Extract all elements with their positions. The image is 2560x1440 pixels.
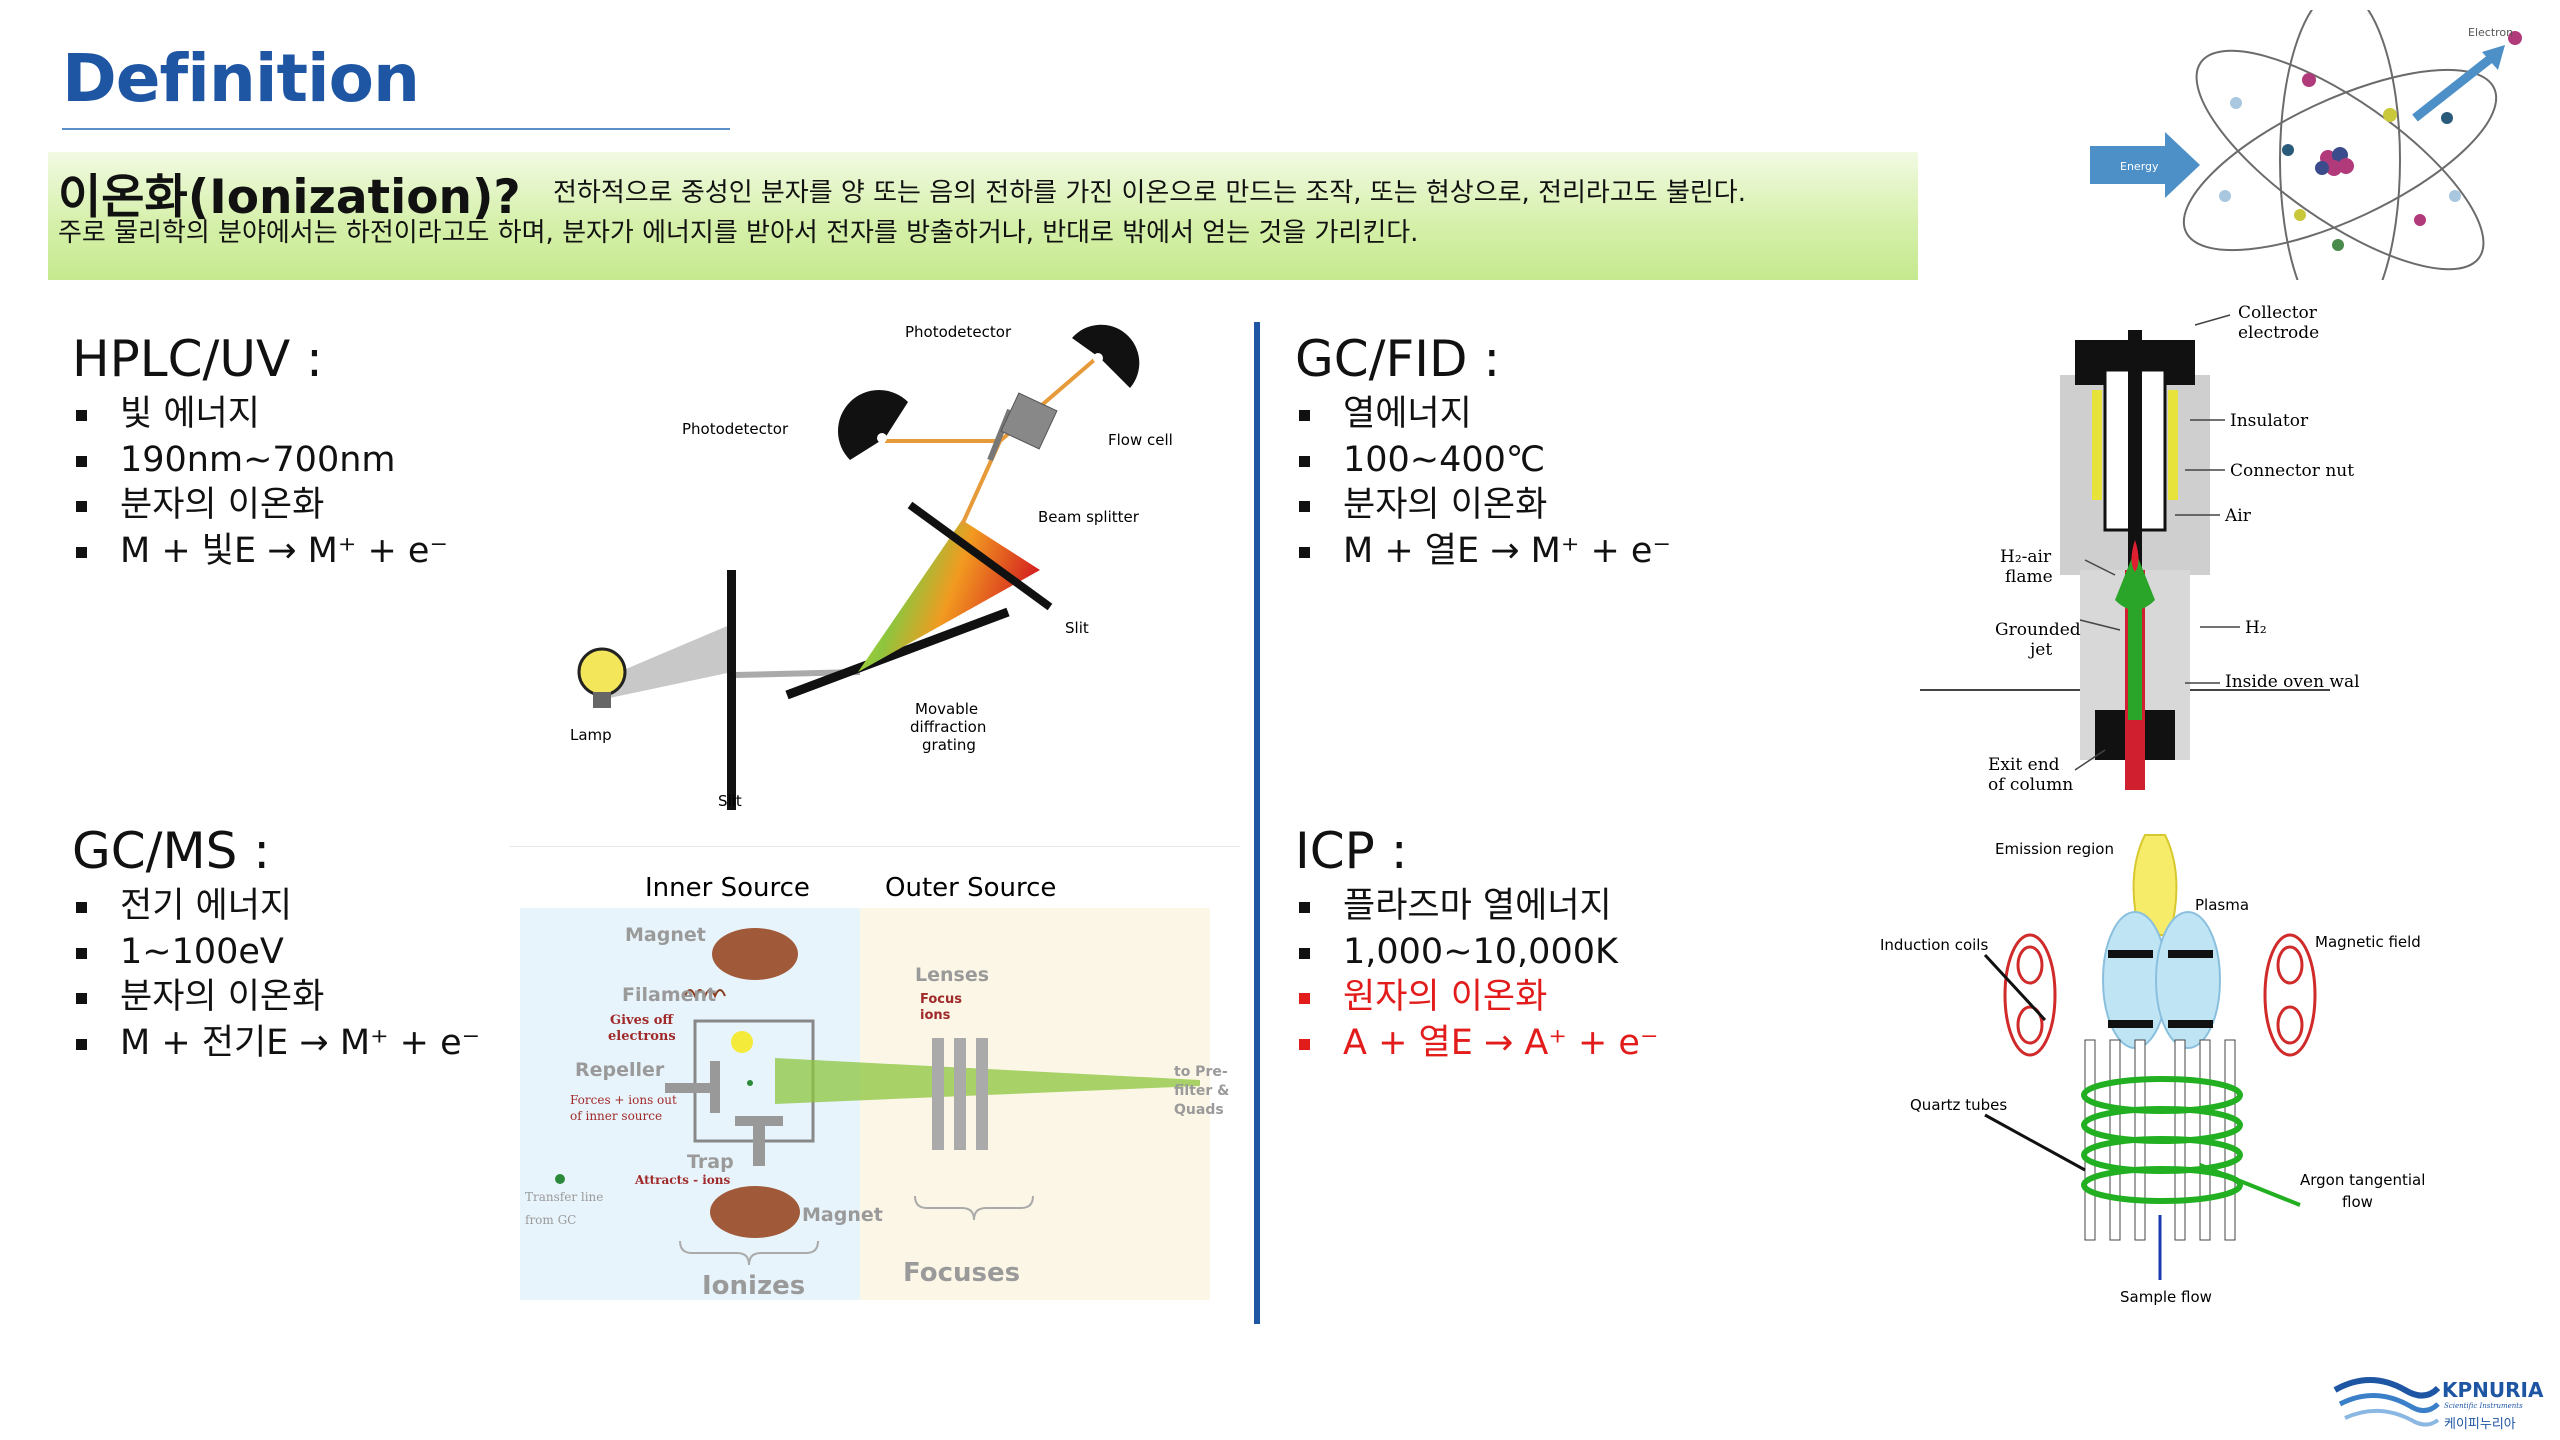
label-flow: flow bbox=[2342, 1193, 2373, 1211]
label-flow-cell: Flow cell bbox=[1108, 431, 1173, 449]
label-slit-bottom: Slit bbox=[718, 792, 742, 810]
label-sample-flow: Sample flow bbox=[2120, 1288, 2212, 1306]
label-outer-source: Outer Source bbox=[885, 873, 1056, 903]
label-grounded: Grounded bbox=[1995, 620, 2081, 640]
list-item: 분자의 이온화 bbox=[1295, 483, 1671, 529]
definition-term: 이온화(Ionization)? bbox=[58, 170, 521, 225]
lamp-icon bbox=[577, 647, 627, 708]
label-h2-air: H₂-air bbox=[2000, 547, 2052, 567]
hplc-uv-diagram: Photodetector Photodetector Flow cell Be… bbox=[570, 323, 1173, 810]
label-plasma: Plasma bbox=[2195, 896, 2249, 914]
label-filament: Filament bbox=[622, 984, 716, 1006]
label-focuses: Focuses bbox=[903, 1258, 1020, 1288]
label-magnetic-field: Magnetic field bbox=[2315, 933, 2421, 951]
photodetector-top-icon bbox=[1072, 324, 1140, 388]
label-focus: Focus bbox=[920, 992, 962, 1007]
gc-fid-diagram: Collector electrode Insulator Connector … bbox=[1920, 303, 2360, 795]
label-induction-coils: Induction coils bbox=[1880, 936, 1988, 954]
label-photodetector-top: Photodetector bbox=[905, 323, 1012, 341]
label-jet: jet bbox=[2028, 640, 2052, 660]
label-of-column: of column bbox=[1988, 775, 2073, 795]
label-inner-source: Inner Source bbox=[645, 873, 810, 903]
label-flame: flame bbox=[2005, 567, 2053, 587]
list-item: 전기 에너지 bbox=[72, 884, 480, 930]
label-ionizes: Ionizes bbox=[702, 1271, 805, 1301]
label-quartz-tubes: Quartz tubes bbox=[1910, 1096, 2007, 1114]
label-exit-end: Exit end bbox=[1988, 755, 2060, 775]
label-argon-tangential: Argon tangential bbox=[2300, 1171, 2425, 1189]
photodetector-left-icon bbox=[837, 389, 908, 460]
definition-line-1: 전하적으로 중성인 분자를 양 또는 음의 전하를 가진 이온으로 만드는 조작… bbox=[553, 178, 1746, 208]
section-title-hplc: HPLC/UV : bbox=[72, 330, 323, 388]
label-air: Air bbox=[2224, 506, 2252, 526]
list-item: 빛 에너지 bbox=[72, 392, 448, 438]
gcms-bullet-list: 전기 에너지 1~100eV 분자의 이온화 M + 전기E → M⁺ + e⁻ bbox=[72, 884, 480, 1066]
label-of-inner-source: of inner source bbox=[570, 1109, 662, 1123]
list-item: 1~100eV bbox=[72, 930, 480, 976]
label-filter: filter & bbox=[1174, 1083, 1229, 1099]
label-gives-off: Gives off bbox=[610, 1013, 674, 1028]
icp-diagram: Emission region Plasma Induction coils M… bbox=[1880, 834, 2425, 1306]
section-title-gcfid: GC/FID : bbox=[1295, 330, 1501, 388]
list-item: 100~400℃ bbox=[1295, 438, 1671, 484]
energy-label: Energy bbox=[2120, 160, 2159, 173]
atom-illustration: Energy Electron bbox=[2090, 10, 2522, 280]
label-transfer-line: Transfer line bbox=[525, 1190, 603, 1204]
list-item: M + 전기E → M⁺ + e⁻ bbox=[72, 1021, 480, 1067]
column-divider bbox=[1254, 322, 1260, 1324]
wave-logo-icon bbox=[2333, 1377, 2440, 1427]
label-repeller: Repeller bbox=[575, 1059, 665, 1081]
list-item: 열에너지 bbox=[1295, 392, 1671, 438]
label-ions: ions bbox=[920, 1008, 951, 1023]
label-to-pre: to Pre- bbox=[1174, 1064, 1228, 1080]
logo-tagline: Scientific Instruments bbox=[2444, 1402, 2523, 1410]
section-title-icp: ICP : bbox=[1295, 822, 1408, 880]
list-item: 분자의 이온화 bbox=[72, 975, 480, 1021]
label-attracts: Attracts - ions bbox=[634, 1173, 731, 1187]
label-connector-nut: Connector nut bbox=[2230, 461, 2354, 481]
gcfid-bullet-list: 열에너지 100~400℃ 분자의 이온화 M + 열E → M⁺ + e⁻ bbox=[1295, 392, 1671, 574]
gc-ms-diagram: Inner Source Outer Source Magnet Filamen… bbox=[510, 846, 1240, 1301]
list-item: 1,000~10,000K bbox=[1295, 930, 1658, 976]
label-magnet-top: Magnet bbox=[625, 924, 706, 946]
definition-line-2: 주로 물리학의 분야에서는 하전이라고도 하며, 분자가 에너지를 받아서 전자… bbox=[58, 218, 1419, 248]
list-item: 190nm~700nm bbox=[72, 438, 448, 484]
label-lamp: Lamp bbox=[570, 726, 612, 744]
label-grating: grating bbox=[922, 736, 976, 754]
title-underline bbox=[62, 128, 730, 130]
logo-name: KPNURIA bbox=[2442, 1378, 2544, 1402]
label-collector: Collector bbox=[2238, 303, 2318, 323]
label-forces: Forces + ions out bbox=[570, 1093, 677, 1107]
label-beam-splitter: Beam splitter bbox=[1038, 508, 1140, 526]
list-item: A + 열E → A⁺ + e⁻ bbox=[1295, 1021, 1658, 1067]
label-quads: Quads bbox=[1174, 1102, 1224, 1118]
page-title: Definition bbox=[62, 40, 420, 117]
kpnuria-logo: KPNURIA Scientific Instruments 케이피누리아 bbox=[2330, 1368, 2544, 1436]
list-item: 분자의 이온화 bbox=[72, 483, 448, 529]
label-slit-right: Slit bbox=[1065, 619, 1089, 637]
list-item: M + 열E → M⁺ + e⁻ bbox=[1295, 529, 1671, 575]
label-emission-region: Emission region bbox=[1995, 840, 2114, 858]
electron-label: Electron bbox=[2468, 26, 2513, 39]
list-item: 원자의 이온화 bbox=[1295, 975, 1658, 1021]
label-photodetector-left: Photodetector bbox=[682, 420, 789, 438]
list-item: 플라즈마 열에너지 bbox=[1295, 884, 1658, 930]
label-from-gc: from GC bbox=[525, 1213, 576, 1227]
list-item: M + 빛E → M⁺ + e⁻ bbox=[72, 529, 448, 575]
label-lenses: Lenses bbox=[915, 964, 989, 986]
label-insulator: Insulator bbox=[2230, 411, 2309, 431]
label-magnet-bottom: Magnet bbox=[802, 1204, 883, 1226]
section-title-gcms: GC/MS : bbox=[72, 822, 271, 880]
label-h2: H₂ bbox=[2245, 618, 2267, 638]
hplc-bullet-list: 빛 에너지 190nm~700nm 분자의 이온화 M + 빛E → M⁺ + … bbox=[72, 392, 448, 574]
label-electrons: electrons bbox=[608, 1029, 676, 1044]
logo-korean: 케이피누리아 bbox=[2444, 1417, 2516, 1432]
definition-box: 이온화(Ionization)? 전하적으로 중성인 분자를 양 또는 음의 전… bbox=[48, 152, 1918, 280]
icp-bullet-list: 플라즈마 열에너지 1,000~10,000K 원자의 이온화 A + 열E →… bbox=[1295, 884, 1658, 1066]
label-inside-oven-wall: Inside oven wall bbox=[2225, 672, 2360, 692]
label-electrode: electrode bbox=[2238, 323, 2319, 343]
label-movable: Movable bbox=[915, 700, 978, 718]
label-trap: Trap bbox=[687, 1151, 734, 1173]
label-diffraction: diffraction bbox=[910, 718, 986, 736]
